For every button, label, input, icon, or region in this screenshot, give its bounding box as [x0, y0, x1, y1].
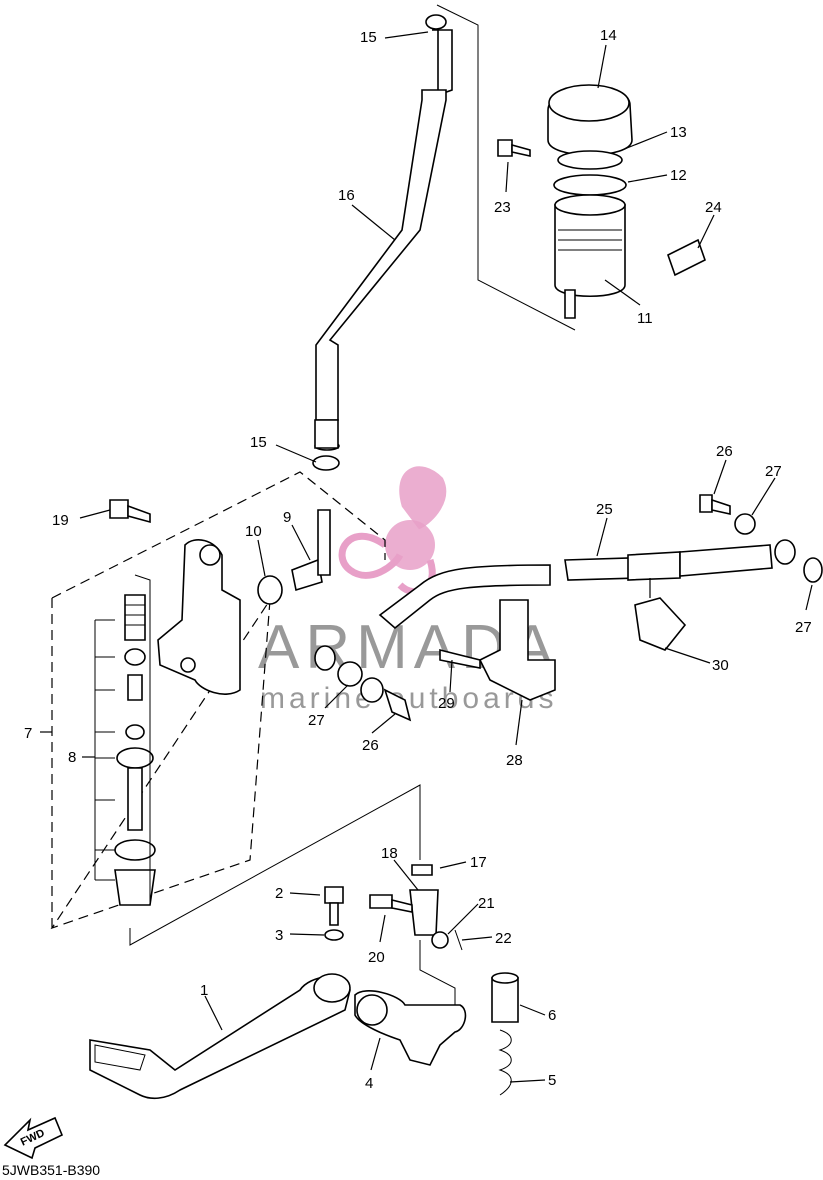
part-4-shaft — [354, 990, 467, 1066]
callout-7: 7 — [24, 725, 32, 742]
lower-fittings — [314, 645, 412, 722]
callout-labels: 15 14 13 12 24 11 23 16 15 19 10 9 25 26… — [24, 27, 812, 1092]
callout-27-top: 27 — [765, 463, 782, 480]
callout-4: 4 — [365, 1075, 373, 1092]
part-28-bracket — [439, 599, 556, 701]
assembly-7-outline — [50, 471, 386, 930]
callout-16: 16 — [338, 187, 355, 204]
leader-lines — [40, 31, 813, 1083]
callout-6: 6 — [548, 1007, 556, 1024]
callout-18: 18 — [381, 845, 398, 862]
part-8-piston-stack — [94, 574, 156, 906]
callout-15-top: 15 — [360, 29, 377, 46]
callout-22: 22 — [495, 930, 512, 947]
callout-29: 29 — [438, 695, 455, 712]
propeller-logo-icon — [338, 466, 446, 596]
callout-2: 2 — [275, 885, 283, 902]
callout-15-mid: 15 — [250, 434, 267, 451]
callout-11: 11 — [637, 310, 653, 327]
callout-21: 21 — [478, 895, 495, 912]
part-25-hose — [378, 539, 796, 630]
reservoir-assembly — [547, 84, 706, 319]
part-23-bolt — [497, 139, 531, 157]
reservoir-group-line — [436, 4, 576, 331]
part-16-rod — [312, 14, 453, 471]
master-cylinder-body — [157, 539, 241, 695]
callout-27-right: 27 — [795, 619, 812, 636]
parts-5-6 — [491, 972, 519, 1096]
callout-26-bottom: 26 — [362, 737, 379, 754]
parts-2-3 — [324, 886, 344, 941]
callout-14: 14 — [600, 27, 617, 44]
callout-28: 28 — [506, 752, 523, 769]
callout-12: 12 — [670, 167, 687, 184]
callout-1: 1 — [200, 982, 208, 999]
callout-26-right: 26 — [716, 443, 733, 460]
callout-20: 20 — [368, 949, 385, 966]
clevis-group — [369, 864, 463, 951]
callout-30: 30 — [712, 657, 729, 674]
callout-25: 25 — [596, 501, 613, 518]
fwd-arrow-icon: FWD — [3, 1116, 64, 1160]
parts-9-10 — [257, 509, 331, 605]
linkage-line — [129, 784, 421, 946]
callout-10: 10 — [245, 523, 262, 540]
callout-23: 23 — [494, 199, 511, 216]
callout-8: 8 — [68, 749, 76, 766]
callout-5: 5 — [548, 1072, 556, 1089]
callout-27-bottom: 27 — [308, 712, 325, 729]
callout-19: 19 — [52, 512, 69, 529]
callout-13: 13 — [670, 124, 687, 141]
callout-24: 24 — [705, 199, 722, 216]
callout-3: 3 — [275, 927, 283, 944]
diagram-code: 5JWB351-B390 — [2, 1162, 100, 1178]
callout-9: 9 — [283, 509, 291, 526]
part-19-bolt — [109, 499, 151, 524]
callout-17: 17 — [470, 854, 487, 871]
right-fittings — [634, 494, 823, 651]
part-1-pedal — [89, 973, 351, 1100]
